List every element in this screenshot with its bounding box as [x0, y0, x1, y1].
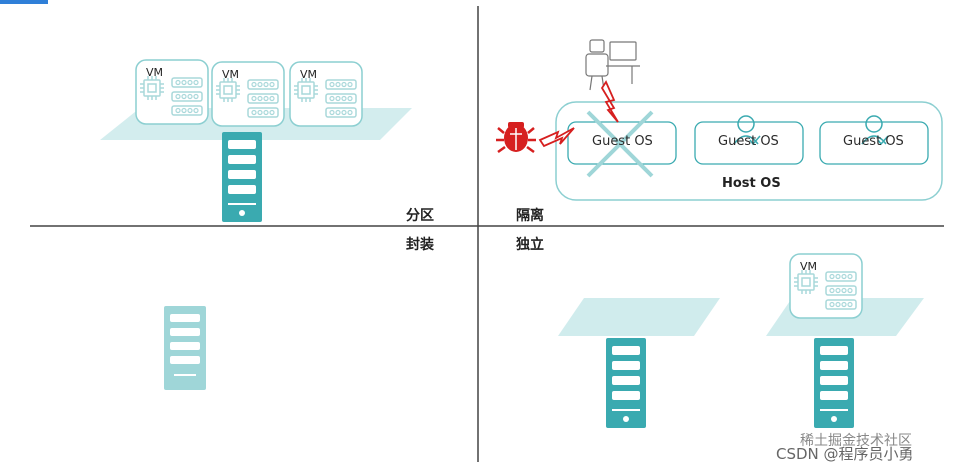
- vm-label: VM: [146, 66, 164, 79]
- top-left-tab-indicator: [0, 0, 48, 4]
- bug-icon: [496, 122, 536, 154]
- partition-quadrant: [100, 60, 412, 222]
- label-partition: 分区: [406, 208, 434, 224]
- vm-label: VM: [800, 260, 818, 273]
- watermark-juejin: 稀土掘金技术社区: [800, 433, 912, 449]
- lightning-bolt-icon: [538, 127, 575, 148]
- label-isolation: 隔离: [516, 208, 544, 224]
- watermark-csdn: CSDN @程序员小勇: [776, 445, 914, 463]
- vm-label: VM: [222, 68, 240, 81]
- server-icon: [606, 338, 646, 428]
- guest-os-box-3: [819, 121, 929, 165]
- guest-os-label: Guest OS: [718, 134, 779, 149]
- independence-quadrant: [558, 254, 924, 428]
- encapsulation-quadrant: [164, 306, 206, 390]
- vm-label: VM: [300, 68, 318, 81]
- server-icon: [222, 132, 262, 222]
- hacker-at-computer-icon: [585, 39, 640, 91]
- isolation-quadrant: [496, 39, 943, 201]
- guest-os-label: Guest OS: [843, 134, 904, 149]
- label-encapsulation: 封装: [406, 237, 434, 253]
- label-independence: 独立: [516, 237, 544, 253]
- guest-os-box-2: [694, 121, 804, 165]
- platform: [558, 298, 720, 336]
- host-os-label: Host OS: [722, 176, 781, 191]
- guest-os-label: Guest OS: [592, 134, 653, 149]
- server-icon: [814, 338, 854, 428]
- lightning-bolt-icon: [600, 80, 619, 123]
